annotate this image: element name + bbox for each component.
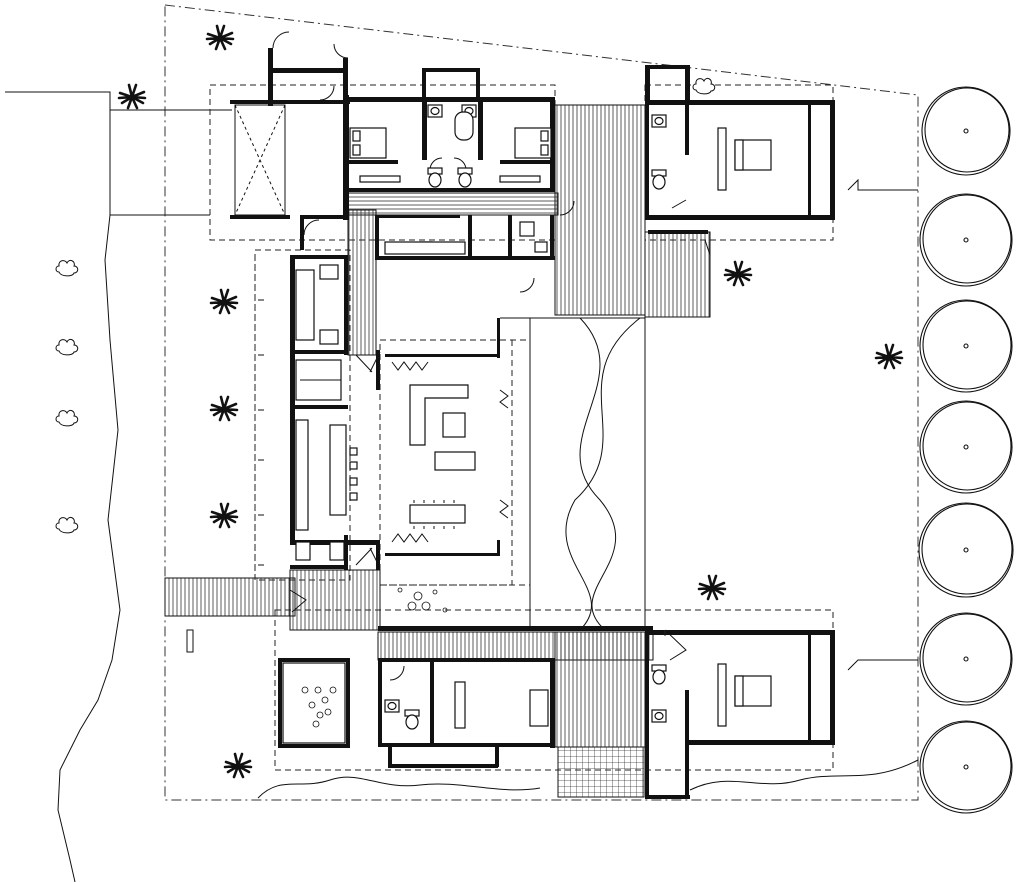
landscape-edge: [257, 759, 919, 799]
doors: [186, 31, 918, 681]
swimming-pool: [529, 317, 646, 631]
walls: [230, 48, 835, 799]
palm-trees: [117, 24, 904, 779]
tree-row: [918, 86, 1014, 814]
furniture: [282, 104, 772, 744]
interior-outlines: [254, 255, 666, 640]
deck-areas: [164, 104, 711, 798]
